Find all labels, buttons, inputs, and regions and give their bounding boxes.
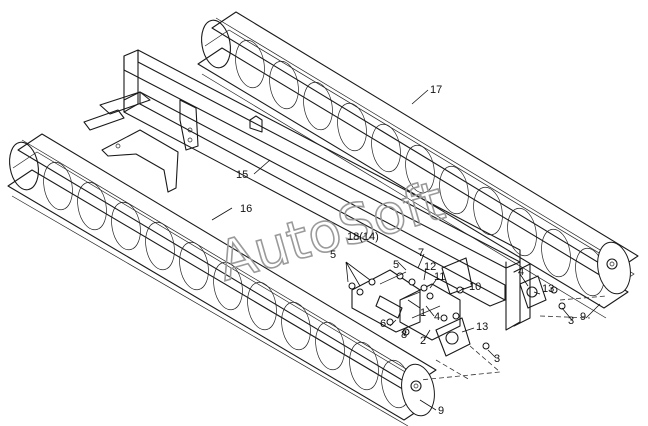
callout-13-right: 13 — [542, 283, 554, 295]
callout-15: 15 — [236, 169, 248, 181]
callout-3-right: 3 — [568, 315, 574, 327]
watermark: AutoSoft — [211, 169, 451, 293]
callout-16: 16 — [240, 203, 252, 215]
callout-5-left: 5 — [330, 249, 336, 261]
main-frame — [83, 49, 531, 331]
callout-4-left: 4 — [434, 311, 440, 323]
callout-10: 10 — [469, 281, 481, 293]
lower-roller — [7, 133, 437, 426]
callout-1: 1 — [420, 307, 426, 319]
upper-roller — [197, 11, 639, 319]
callout-9-right: 9 — [580, 311, 586, 323]
callout-5-right: 5 — [393, 259, 399, 271]
callout-3-left: 3 — [494, 353, 500, 365]
callout-18-14: 18(14) — [347, 231, 379, 243]
callout-17: 17 — [430, 84, 442, 96]
alignment-lines — [419, 295, 607, 381]
callout-9-bottom: 9 — [438, 405, 444, 417]
callout-6: 6 — [380, 318, 386, 330]
callout-2: 2 — [420, 335, 426, 347]
callout-8: 8 — [401, 329, 407, 341]
callout-7: 7 — [418, 247, 424, 259]
callouts: 17 15 16 18(14) 5 5 7 12 11 10 4 13 1 4 … — [236, 84, 586, 417]
callout-11: 11 — [434, 271, 445, 283]
leader-lines — [211, 89, 601, 411]
callout-4-right: 4 — [518, 266, 524, 278]
callout-13-left: 13 — [476, 321, 488, 333]
callout-12: 12 — [424, 261, 436, 273]
mount-assembly — [348, 257, 566, 357]
